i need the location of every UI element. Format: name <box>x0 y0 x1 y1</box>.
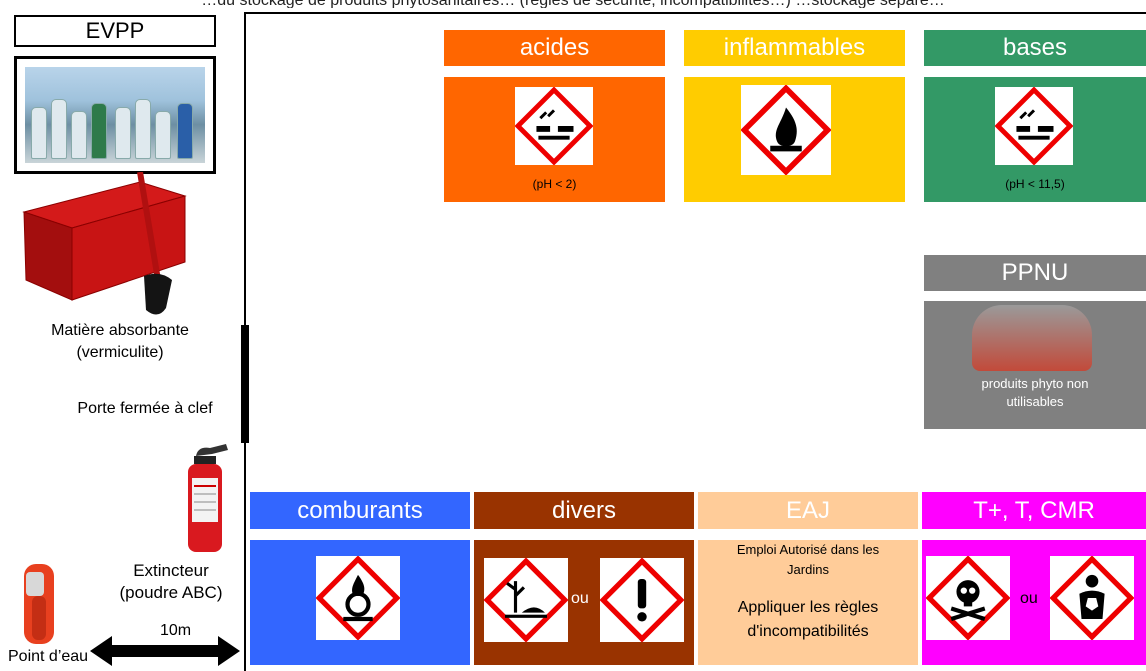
zone-eaj-panel: Emploi Autorisé dans les Jardins Appliqu… <box>698 540 918 665</box>
extinguisher-label-line2: (poudre ABC) <box>119 583 223 602</box>
distance-label: 10m <box>160 622 192 639</box>
zone-eaj-note-line3: Appliquer les règles <box>737 599 879 616</box>
zone-comburants-panel <box>250 540 470 665</box>
top-caption: …du stockage de produits phytosanitaires… <box>0 0 1146 8</box>
flame-icon <box>741 85 831 175</box>
corrosion-icon <box>995 87 1073 165</box>
extinguisher-label: Extincteur (poudre ABC) <box>96 560 246 604</box>
flame-over-circle-icon <box>316 556 400 640</box>
zone-divers-header: divers <box>474 492 694 529</box>
zone-bases-note: (pH < 11,5) <box>1005 177 1065 191</box>
zone-toxiques-panel: ou <box>922 540 1146 665</box>
zone-ppnu-header: PPNU <box>924 255 1146 291</box>
zone-eaj-note-line1: Emploi Autorisé dans les <box>736 542 880 557</box>
zone-acides-panel: (pH < 2) <box>444 77 665 202</box>
zone-inflammables-panel <box>684 77 905 202</box>
health-hazard-icon <box>1050 556 1134 640</box>
water-point-illustration <box>12 560 68 650</box>
zone-inflammables-header: inflammables <box>684 30 905 66</box>
absorbent-label-line1: Matière absorbante <box>51 322 189 339</box>
locked-door <box>241 325 249 443</box>
zone-eaj-note-line2: Jardins <box>787 562 829 577</box>
zone-eaj-rule: Appliquer les règles d'incompatibilités <box>698 596 918 644</box>
zone-eaj-header: EAJ <box>698 492 918 529</box>
zone-eaj-note-line4: d'incompatibilités <box>747 623 869 640</box>
double-arrow-icon <box>90 636 240 666</box>
zone-ppnu-note-line1: produits phyto non <box>981 376 1089 391</box>
absorbent-label: Matière absorbante (vermiculite) <box>20 320 220 364</box>
water-point-label: Point d’eau <box>8 648 89 665</box>
zone-ppnu-note: produits phyto non utilisables <box>924 375 1146 411</box>
skull-icon <box>926 556 1010 640</box>
zone-divers-or: ou <box>571 590 589 607</box>
ppnu-photo <box>972 305 1092 371</box>
zone-toxiques-or: ou <box>1020 590 1038 607</box>
zone-ppnu-note-line2: utilisables <box>1006 394 1064 409</box>
zone-acides-header: acides <box>444 30 665 66</box>
zone-bases-header: bases <box>924 30 1146 66</box>
zone-acides-note: (pH < 2) <box>532 177 577 191</box>
evpp-label: EVPP <box>14 15 216 47</box>
zone-comburants-header: comburants <box>250 492 470 529</box>
zone-eaj-description: Emploi Autorisé dans les Jardins <box>698 540 918 580</box>
extinguisher-illustration <box>176 444 236 556</box>
zone-divers-panel: ou <box>474 540 694 665</box>
zone-bases-panel: (pH < 11,5) <box>924 77 1146 202</box>
door-label: Porte fermée à clef <box>77 400 213 417</box>
absorbent-box-illustration <box>20 171 220 322</box>
extinguisher-label-line1: Extincteur <box>133 561 209 580</box>
environment-icon <box>484 558 568 642</box>
room-wall-top <box>244 12 1146 14</box>
zone-toxiques-header: T+, T, CMR <box>922 492 1146 529</box>
zone-ppnu-panel: produits phyto non utilisables <box>924 301 1146 429</box>
absorbent-label-line2: (vermiculite) <box>76 344 164 361</box>
evpp-photo <box>14 56 216 174</box>
corrosion-icon <box>515 87 593 165</box>
exclamation-icon <box>600 558 684 642</box>
